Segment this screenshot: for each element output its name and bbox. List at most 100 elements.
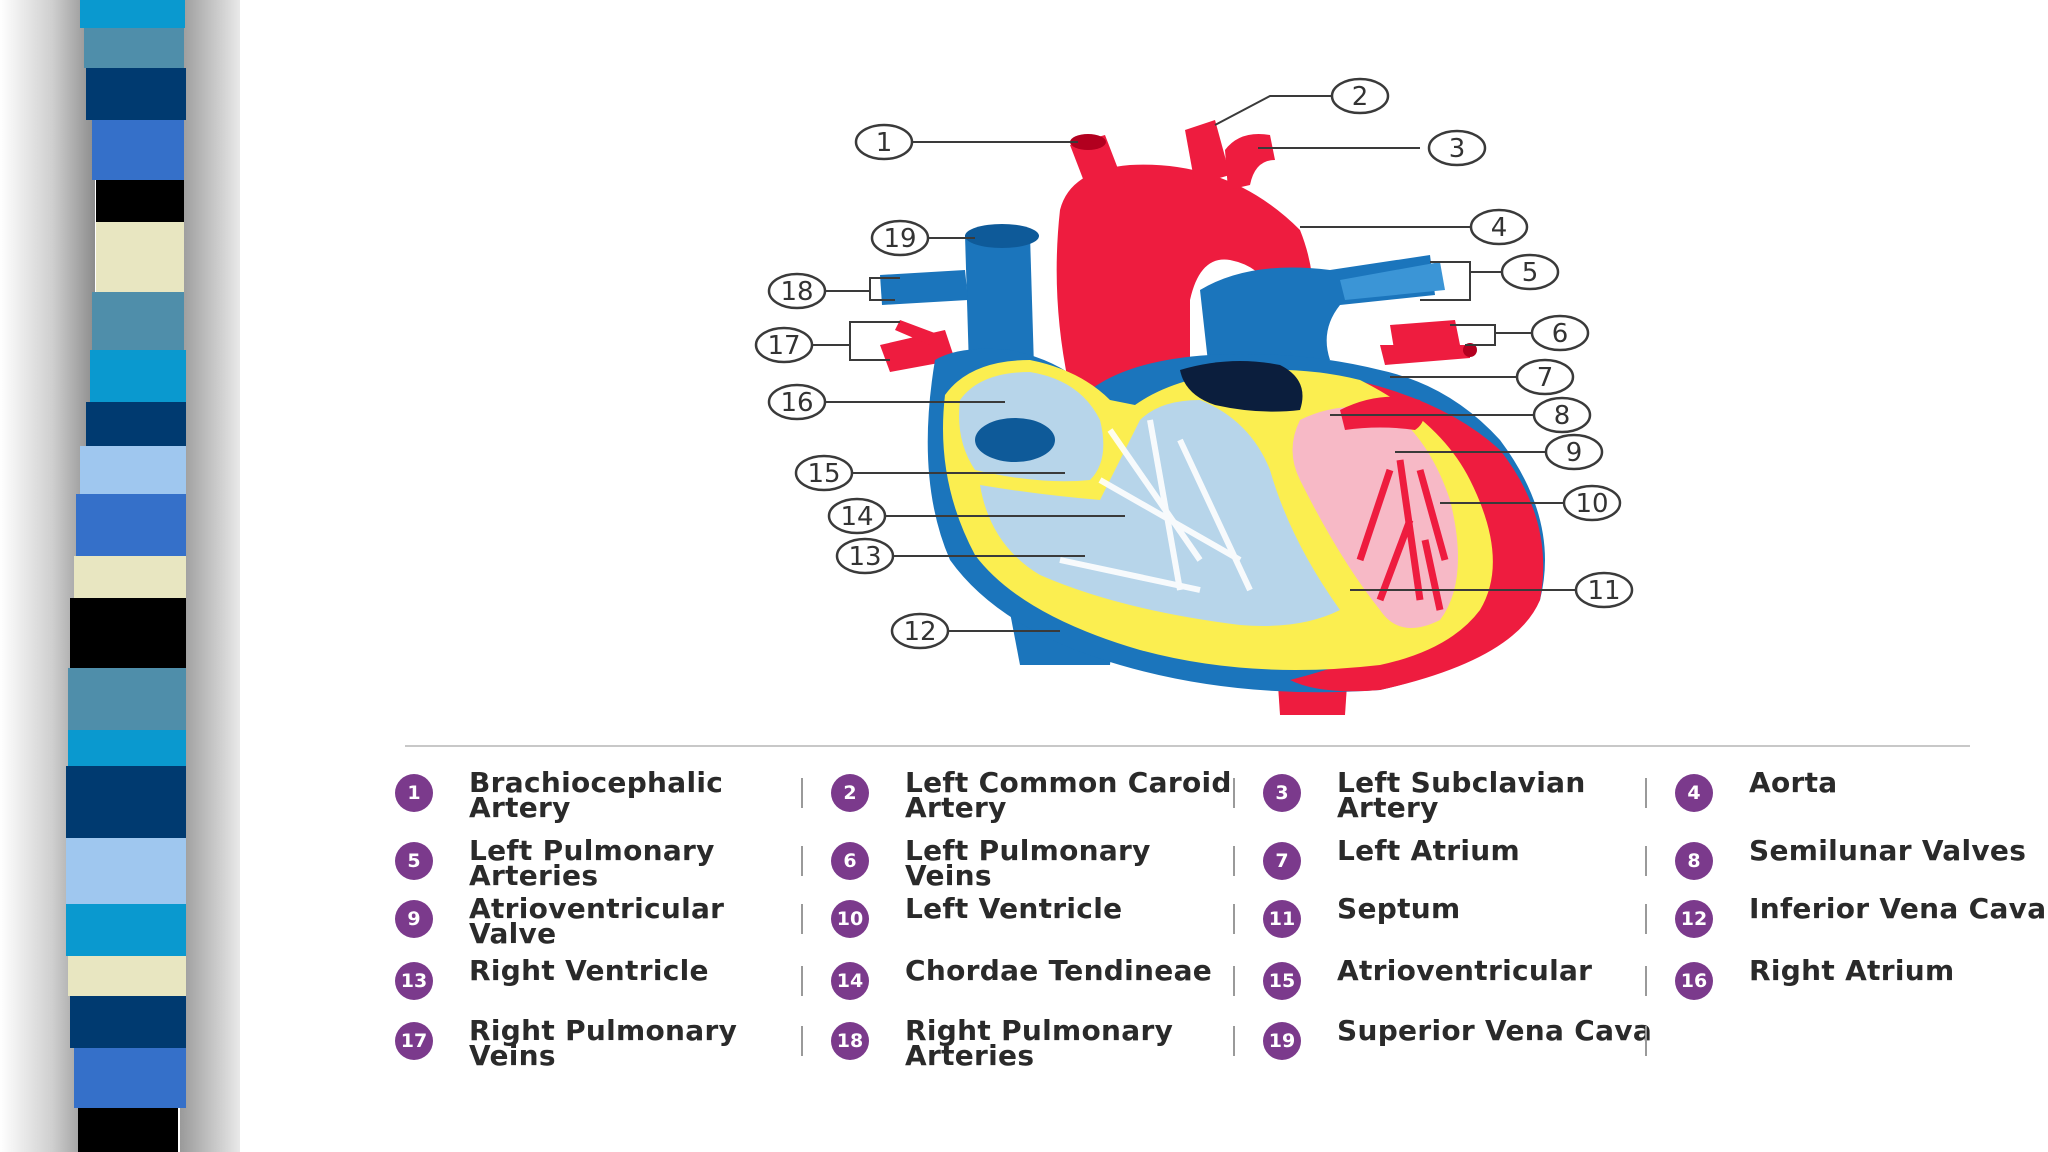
- legend-item: 14 Chordae Tendineae: [831, 954, 1245, 1000]
- legend-label: Left Common Caroid Artery: [905, 766, 1232, 824]
- legend-label: Left Pulmonary Arteries: [469, 834, 715, 892]
- callout-5: 5: [1500, 253, 1560, 291]
- legend-column-separator: [1645, 904, 1647, 934]
- callout-number: 3: [1449, 134, 1466, 164]
- legend-column-separator: [1233, 1026, 1235, 1056]
- legend-item: 19 Superior Vena Cava: [1263, 1014, 1677, 1060]
- legend-column-separator: [801, 846, 803, 876]
- callout-number: 19: [883, 224, 916, 254]
- callout-19: 19: [870, 219, 930, 257]
- legend-column-separator: [801, 966, 803, 996]
- legend-label: Superior Vena Cava: [1337, 1014, 1653, 1047]
- left-atrium-shape: [1180, 361, 1303, 412]
- callout-number: 1: [876, 128, 893, 158]
- callout-14: 14: [827, 497, 887, 535]
- callout-number: 14: [840, 502, 873, 532]
- callout-number: 18: [780, 277, 813, 307]
- left-subclavian-shape: [1225, 134, 1275, 190]
- callout-number: 17: [767, 331, 800, 361]
- callout-4: 4: [1469, 208, 1529, 246]
- callout-18: 18: [767, 272, 827, 310]
- callout-6: 6: [1530, 314, 1590, 352]
- legend-item: 12 Inferior Vena Cava: [1675, 892, 2048, 938]
- legend-label: Right Atrium: [1749, 954, 1955, 987]
- legend-label: Inferior Vena Cava: [1749, 892, 2047, 925]
- legend-number-badge: 14: [831, 962, 869, 1000]
- decorative-side-strip: [0, 0, 240, 1152]
- brachiocephalic-shape: [1070, 135, 1130, 210]
- legend-item: 15 Atrioventricular: [1263, 954, 1677, 1000]
- legend-item: 6 Left Pulmonary Veins: [831, 834, 1245, 892]
- callout-13: 13: [835, 537, 895, 575]
- legend-item: 3 Left Subclavian Artery: [1263, 766, 1677, 824]
- legend-column-separator: [1645, 1026, 1647, 1056]
- callout-12: 12: [890, 612, 950, 650]
- legend-column-separator: [801, 1026, 803, 1056]
- callout-number: 2: [1352, 82, 1369, 112]
- callout-number: 16: [780, 388, 813, 418]
- legend-column-separator: [1645, 966, 1647, 996]
- legend-column-separator: [1233, 904, 1235, 934]
- legend-label: Aorta: [1749, 766, 1838, 799]
- callout-number: 4: [1491, 213, 1508, 243]
- callout-1: 1: [854, 123, 914, 161]
- legend-number-badge: 2: [831, 774, 869, 812]
- legend-label: Right Pulmonary Veins: [469, 1014, 738, 1072]
- legend-label: Atrioventricular Valve: [469, 892, 725, 950]
- legend-column-separator: [801, 778, 803, 808]
- callout-number: 12: [903, 617, 936, 647]
- callout-2: 2: [1330, 77, 1390, 115]
- legend-number-badge: 4: [1675, 774, 1713, 812]
- legend-column-separator: [801, 904, 803, 934]
- legend-number-badge: 5: [395, 842, 433, 880]
- legend-label: Right Ventricle: [469, 954, 709, 987]
- legend-column-separator: [1645, 846, 1647, 876]
- legend-number-badge: 11: [1263, 900, 1301, 938]
- legend-item: 13 Right Ventricle: [395, 954, 809, 1000]
- callout-number: 8: [1554, 401, 1571, 431]
- legend-label: Chordae Tendineae: [905, 954, 1213, 987]
- legend-number-badge: 13: [395, 962, 433, 1000]
- legend-column-separator: [1233, 778, 1235, 808]
- legend-number-badge: 18: [831, 1022, 869, 1060]
- callout-number: 7: [1537, 363, 1554, 393]
- callout-number: 13: [848, 542, 881, 572]
- legend-label: Left Pulmonary Veins: [905, 834, 1151, 892]
- legend-label: Left Subclavian Artery: [1337, 766, 1586, 824]
- legend-number-badge: 6: [831, 842, 869, 880]
- callout-number: 11: [1587, 576, 1620, 606]
- legend-number-badge: 7: [1263, 842, 1301, 880]
- legend-number-badge: 15: [1263, 962, 1301, 1000]
- divider-line: [405, 745, 1970, 747]
- callout-number: 15: [807, 459, 840, 489]
- callout-number: 10: [1575, 489, 1608, 519]
- legend-label: Septum: [1337, 892, 1461, 925]
- callout-3: 3: [1427, 129, 1487, 167]
- left-common-carotid-shape: [1185, 120, 1230, 185]
- legend-label: Atrioventricular: [1337, 954, 1593, 987]
- callout-11: 11: [1574, 571, 1634, 609]
- legend-column-separator: [1233, 846, 1235, 876]
- callout-17: 17: [754, 326, 814, 364]
- legend-column-separator: [1233, 966, 1235, 996]
- callout-16: 16: [767, 383, 827, 421]
- legend-item: 11 Septum: [1263, 892, 1677, 938]
- callout-7: 7: [1515, 358, 1575, 396]
- right-pulmonary-artery-shape: [880, 270, 968, 305]
- legend-item: 4 Aorta: [1675, 766, 2048, 812]
- legend-item: 5 Left Pulmonary Arteries: [395, 834, 809, 892]
- legend-number-badge: 3: [1263, 774, 1301, 812]
- legend-number-badge: 10: [831, 900, 869, 938]
- legend-number-badge: 12: [1675, 900, 1713, 938]
- legend-number-badge: 19: [1263, 1022, 1301, 1060]
- callout-number: 6: [1552, 319, 1569, 349]
- callout-10: 10: [1562, 484, 1622, 522]
